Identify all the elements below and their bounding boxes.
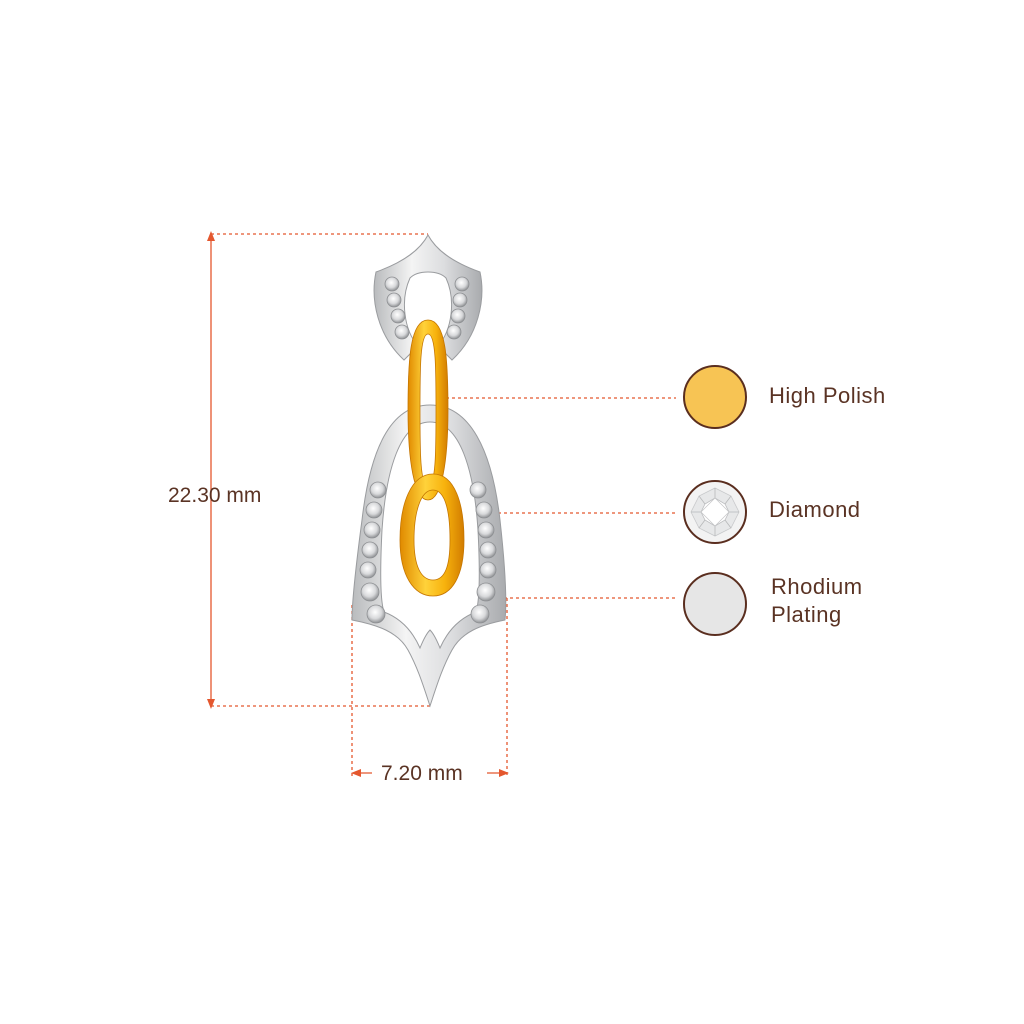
- lower-frame: [351, 404, 507, 708]
- width-arrow-left: [351, 769, 361, 777]
- top-cap-stones: [384, 276, 470, 340]
- rhodium-swatch: [683, 572, 747, 636]
- dimension-lines: [207, 231, 676, 778]
- height-dimension-label: 22.30 mm: [168, 484, 262, 507]
- diamond-icon: [686, 483, 744, 541]
- height-arrow-bottom: [207, 699, 215, 709]
- earring-drawing: [351, 233, 507, 708]
- lower-frame-stones: [359, 481, 497, 624]
- high-polish-swatch: [683, 365, 747, 429]
- legend-label-diamond: Diamond: [769, 497, 861, 522]
- gold-oval-ring: [399, 473, 465, 597]
- diamond-swatch: [683, 480, 747, 544]
- legend-label-rhodium: Rhodium Plating: [771, 574, 863, 627]
- legend-label-high-polish: High Polish: [769, 383, 886, 408]
- width-dimension-label: 7.20 mm: [381, 762, 463, 785]
- height-arrow-top: [207, 231, 215, 241]
- width-arrow-right: [499, 769, 509, 777]
